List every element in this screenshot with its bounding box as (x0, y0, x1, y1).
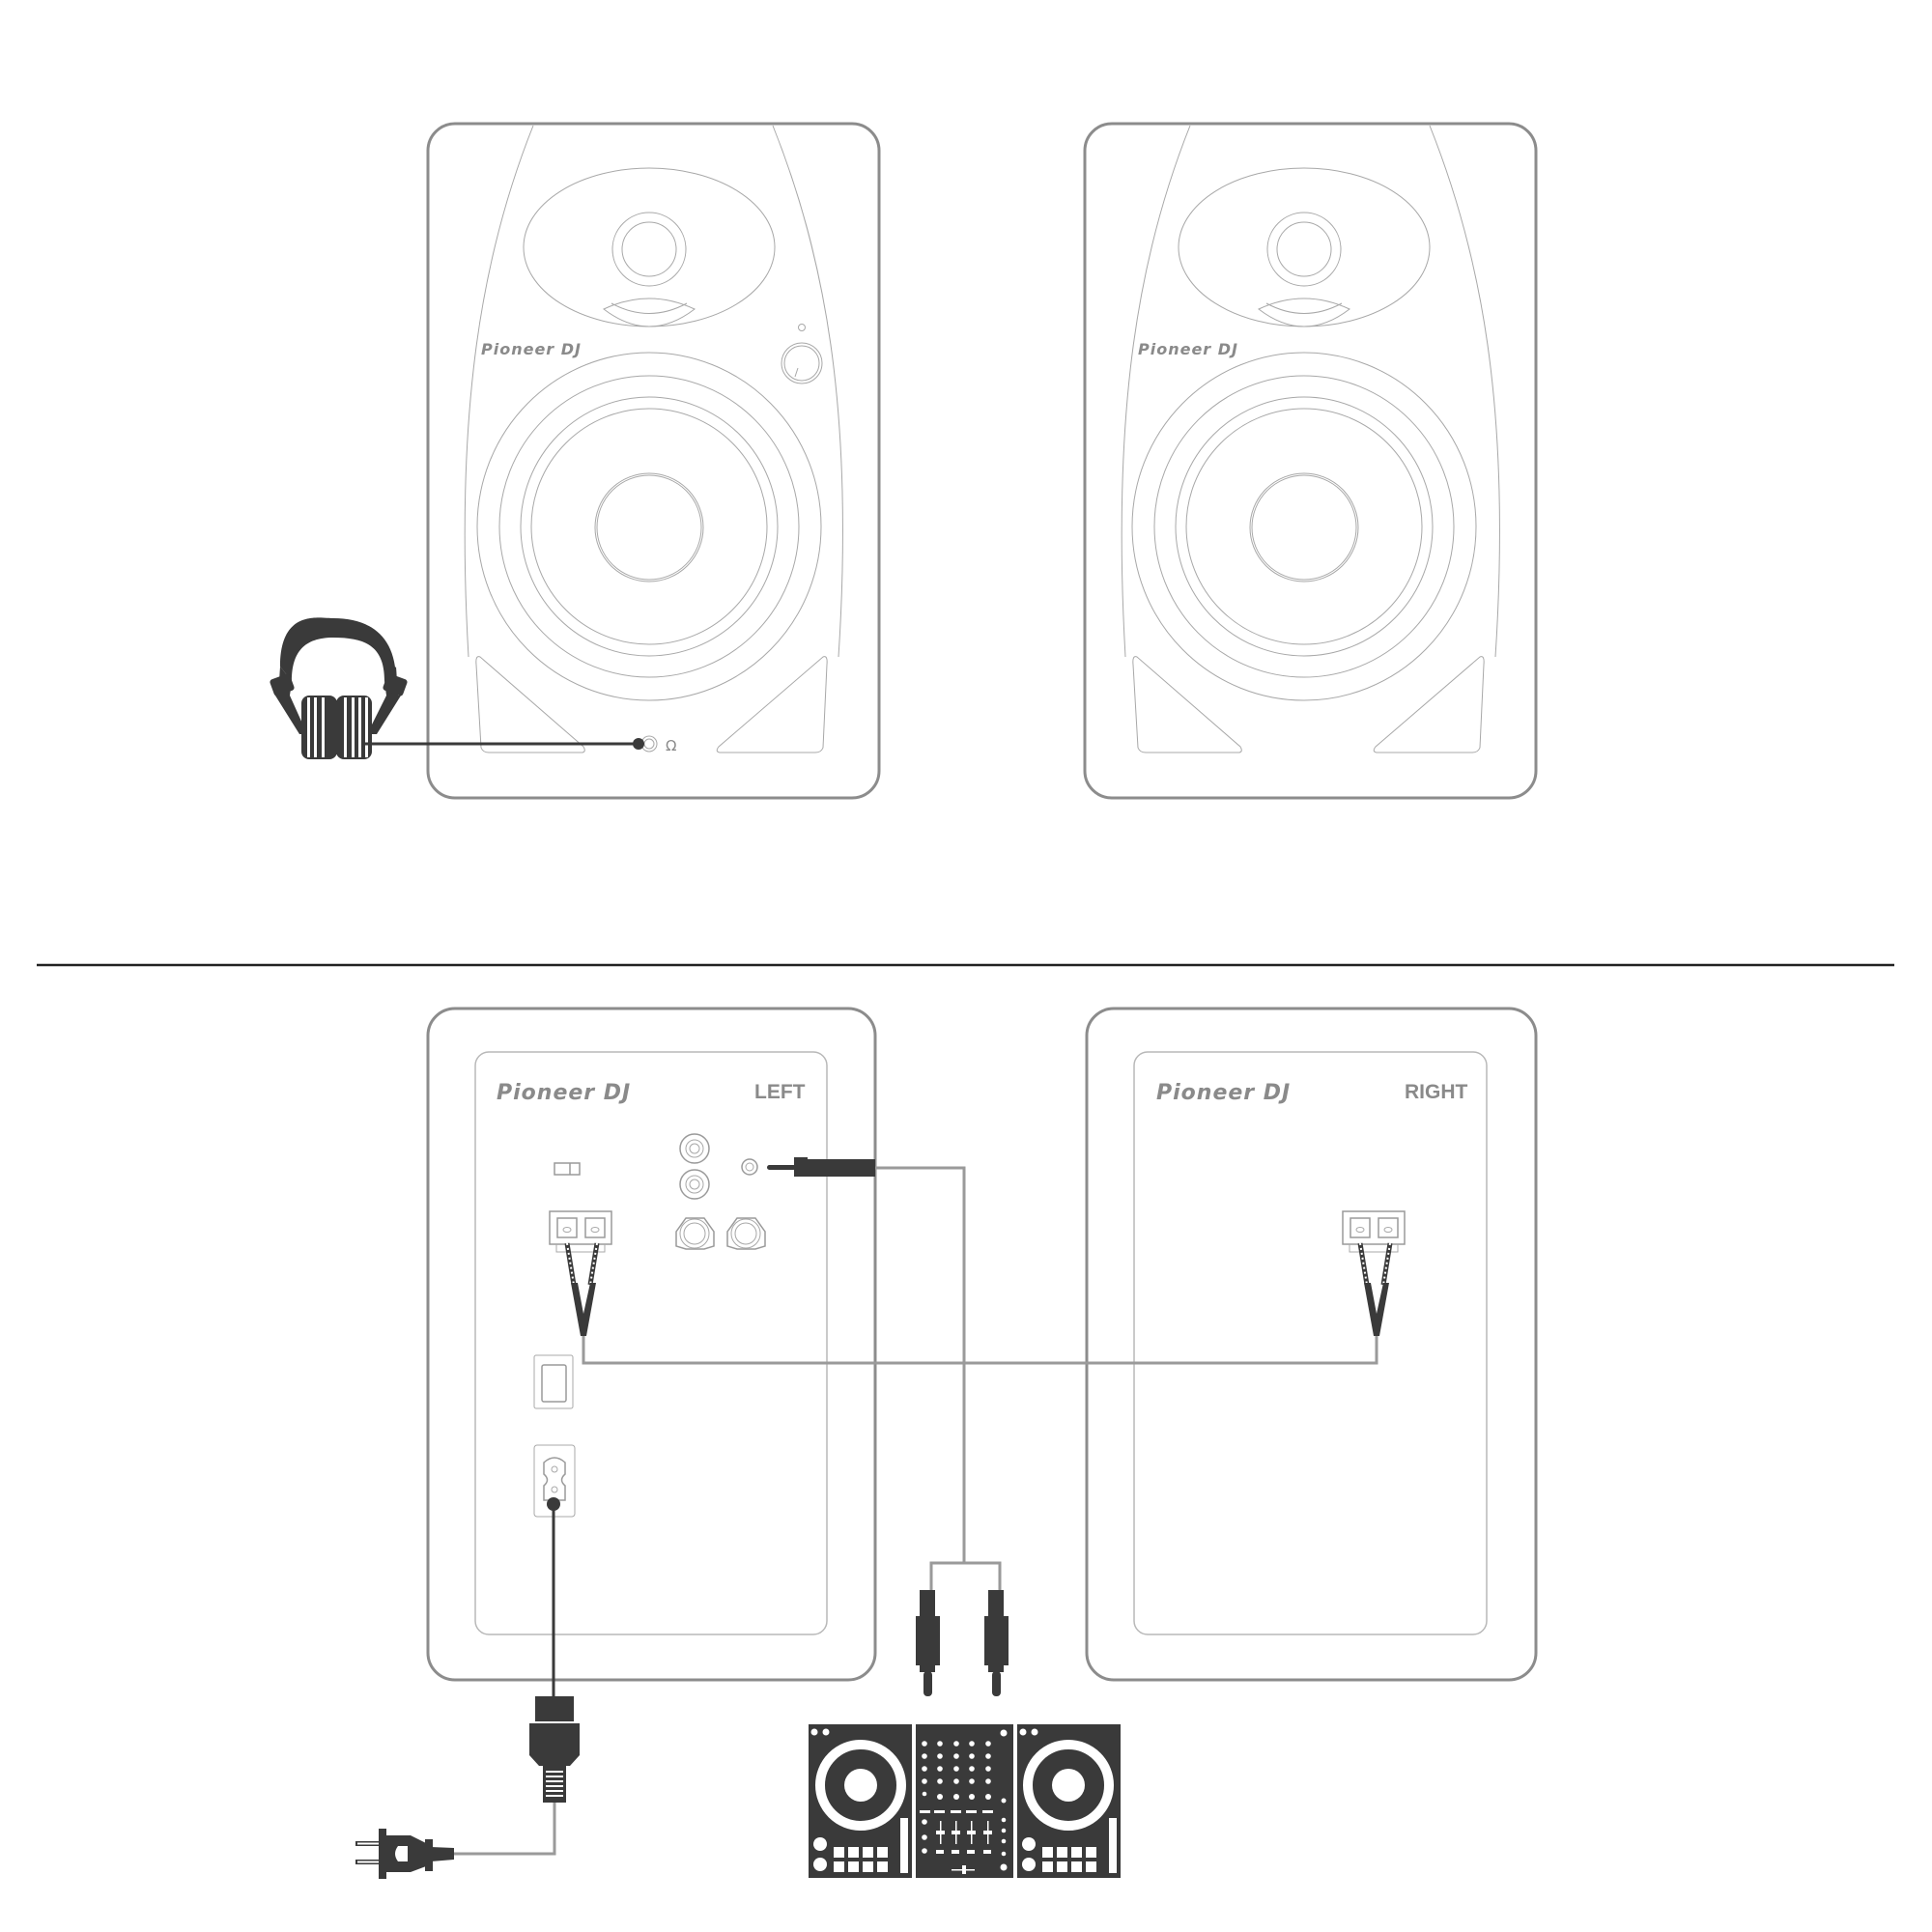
rear-left-brand-logo: Pioneer DJ (497, 1081, 631, 1105)
woofer (1131, 352, 1477, 701)
bass-port-left (1132, 656, 1242, 753)
rca-input-l[interactable] (679, 1133, 710, 1164)
rca-plug-right (984, 1590, 1009, 1696)
trs-input-r[interactable] (726, 1217, 766, 1250)
mini-jack-to-rca-cable (875, 1166, 966, 1563)
trs-input-l[interactable] (675, 1217, 715, 1250)
mini-jack-plug (767, 1157, 875, 1177)
power-switch[interactable] (533, 1354, 574, 1409)
woofer (476, 352, 822, 701)
speaker-cable (582, 1336, 1378, 1365)
headphone-plug (633, 738, 644, 750)
headphones-icon (270, 617, 408, 759)
tweeter (611, 212, 687, 287)
headphone-symbol: Ω (666, 737, 676, 754)
bass-port-left (475, 656, 585, 753)
rear-left-speaker: Pioneer DJ LEFT (426, 1007, 877, 1682)
wall-plug-icon (355, 1829, 454, 1879)
bass-port-right (716, 656, 828, 753)
power-cord-connector (547, 1497, 560, 1511)
dj-controller-icon (809, 1724, 1121, 1878)
channel-label-left: LEFT (754, 1081, 806, 1103)
speaker-cable-left-end (564, 1242, 600, 1336)
left-deck (809, 1724, 912, 1878)
volume-knob[interactable] (781, 342, 823, 384)
front-left-brand-logo: Pioneer DJ (481, 340, 582, 358)
mixer-section (916, 1724, 1013, 1878)
front-left-speaker: Pioneer DJ Ω (426, 122, 881, 800)
tweeter (1266, 212, 1342, 287)
rca-plug-left (916, 1590, 940, 1696)
boundary-switch[interactable] (554, 1162, 581, 1176)
speaker-input-terminal[interactable] (1342, 1210, 1406, 1253)
power-cord-plug-housing (529, 1696, 580, 1803)
power-led (798, 324, 806, 331)
rear-right-speaker: Pioneer DJ RIGHT (1085, 1007, 1538, 1682)
front-right-speaker: Pioneer DJ (1083, 122, 1538, 800)
speaker-cable-right-end (1357, 1242, 1393, 1336)
rear-right-brand-logo: Pioneer DJ (1156, 1081, 1291, 1105)
front-right-brand-logo: Pioneer DJ (1138, 340, 1238, 358)
mini-jack-input[interactable] (741, 1158, 758, 1176)
rca-input-r[interactable] (679, 1169, 710, 1200)
right-deck (1017, 1724, 1121, 1878)
bass-port-right (1373, 656, 1485, 753)
speaker-output-terminal[interactable] (549, 1210, 612, 1253)
channel-label-right: RIGHT (1405, 1081, 1468, 1103)
